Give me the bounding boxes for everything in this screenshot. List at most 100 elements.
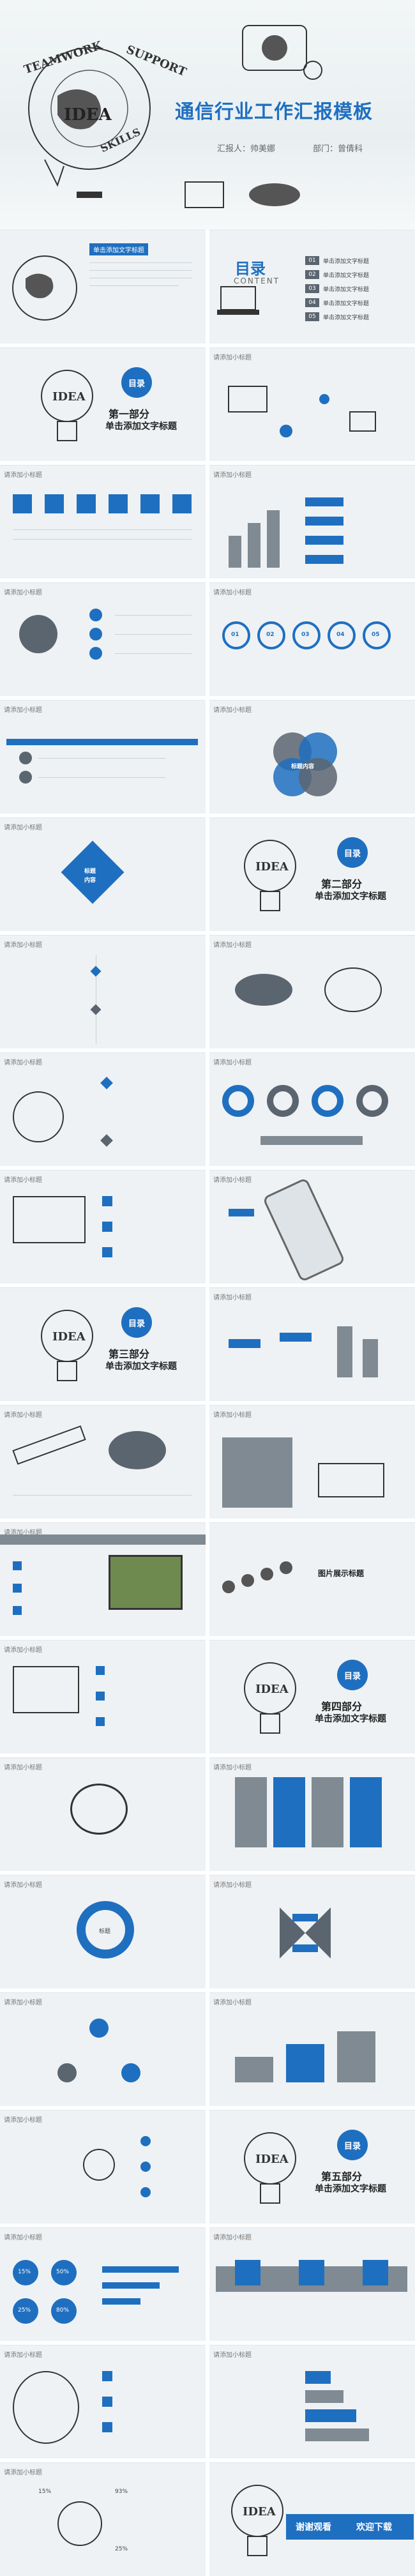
section-1-title: 单击添加文字标题 <box>105 421 177 432</box>
slide-podium[interactable]: 请添加小标题 <box>209 1405 415 1519</box>
percent-circle <box>13 2298 38 2324</box>
slide-header: 请添加小标题 <box>4 1412 42 1419</box>
slide-image-showcase[interactable]: 图片展示标题 <box>209 1522 415 1636</box>
toc-num-2[interactable]: 02 <box>305 270 319 279</box>
slide-intro[interactable]: 单击添加文字标题 <box>0 230 206 344</box>
process-step <box>140 494 160 513</box>
slide-bar-graph[interactable]: 请添加小标题 <box>209 465 415 579</box>
label-bar <box>305 497 343 506</box>
image-showcase-title: 图片展示标题 <box>318 1569 365 1578</box>
toc-subtitle: CONTENT <box>234 277 280 285</box>
slide-clock-stats[interactable]: 请添加小标题 15% 93% 25% <box>0 2462 206 2576</box>
label-bar <box>305 517 343 526</box>
slide-toc[interactable]: 目录 CONTENT 01 单击添加文字标题 02 单击添加文字标题 03 单击… <box>209 230 415 344</box>
slide-pyramid[interactable]: 请添加小标题 <box>209 1992 415 2106</box>
toc-label-3[interactable]: 单击添加文字标题 <box>323 287 370 293</box>
stair-step <box>305 2409 356 2422</box>
connector-node <box>89 628 102 640</box>
slide-triangle-cycle[interactable]: 请添加小标题 <box>0 1992 206 2106</box>
lightbulb-idea-icon: IDEA <box>41 370 93 441</box>
slide-monitor[interactable]: 请添加小标题 <box>0 1170 206 1284</box>
text-line <box>13 1495 192 1496</box>
slide-diamond[interactable]: 请添加小标题 标题 内容 <box>0 817 206 931</box>
slide-section-1[interactable]: IDEA 目录 第一部分 单击添加文字标题 <box>0 347 206 461</box>
phone-mockup <box>262 1177 346 1283</box>
slide-butterfly[interactable]: 请添加小标题 <box>209 1875 415 1989</box>
globe-icon <box>12 255 77 321</box>
donut <box>267 1085 299 1117</box>
slide-connector[interactable]: 请添加小标题 <box>0 582 206 696</box>
bullet-square <box>13 1584 22 1593</box>
toc-num-4[interactable]: 04 <box>305 298 319 307</box>
toc-num-5[interactable]: 05 <box>305 312 319 321</box>
toc-num-3[interactable]: 03 <box>305 284 319 293</box>
banner <box>273 1777 305 1847</box>
slide-venn[interactable]: 请添加小标题 标题内容 <box>209 700 415 814</box>
progress-bar <box>102 2266 179 2273</box>
slide-stairs[interactable]: 请添加小标题 <box>209 2345 415 2459</box>
slide-tools[interactable]: 请添加小标题 <box>0 2345 206 2459</box>
slide-donut-chart[interactable]: 请添加小标题 标题 <box>0 1875 206 1989</box>
laptop-photo <box>109 1555 183 1610</box>
bar-a <box>229 536 241 568</box>
svg-text:IDEA: IDEA <box>243 2505 276 2519</box>
slide-donuts[interactable]: 请添加小标题 <box>209 1052 415 1166</box>
slide-header: 请添加小标题 <box>213 1999 252 2006</box>
slide-section-3[interactable]: IDEA 目录 第三部分 单击添加文字标题 <box>0 1287 206 1401</box>
slide-section-2[interactable]: IDEA 目录 第二部分 单击添加文字标题 <box>209 817 415 931</box>
tools-sketch <box>13 2371 79 2444</box>
slide-header: 请添加小标题 <box>4 589 42 596</box>
slide-ending[interactable]: IDEA 谢谢观看 欢迎下载 <box>209 2462 415 2576</box>
slide-3d-bars[interactable]: 请添加小标题 <box>209 1287 415 1401</box>
diamond-label-content: 内容 <box>84 877 96 884</box>
section-5-circle: 目录 <box>337 2130 368 2160</box>
slide-icon-band[interactable]: 请添加小标题 <box>209 2227 415 2341</box>
timeline-marker <box>100 1134 113 1147</box>
slide-header: 请添加小标题 <box>213 1294 252 1301</box>
toc-label-1[interactable]: 单击添加文字标题 <box>323 259 370 265</box>
butterfly-tag <box>292 1914 318 1921</box>
percent-1: 15% <box>18 2269 31 2275</box>
stats-circle <box>57 2501 102 2546</box>
slide-mindmap[interactable]: 请添加小标题 <box>0 2110 206 2224</box>
slide-steps[interactable]: 请添加小标题 01 02 03 04 05 <box>209 582 415 696</box>
photo-bubble <box>260 1568 273 1580</box>
slide-banners[interactable]: 请添加小标题 <box>209 1757 415 1871</box>
laptop-sketch-icon <box>217 286 259 315</box>
slide-percent-circles[interactable]: 请添加小标题 15% 50% 25% 80% <box>0 2227 206 2341</box>
cover-slide[interactable]: TEAMWORK SUPPORT IDEA SKILLS 通信行业工作汇报模板 … <box>0 0 415 230</box>
slide-pencil[interactable]: 请添加小标题 <box>0 1405 206 1519</box>
photo-bubble <box>241 1574 254 1587</box>
mindmap-node <box>140 2187 151 2197</box>
toc-num-1[interactable]: 01 <box>305 256 319 265</box>
section-3-part: 第三部分 <box>109 1348 150 1360</box>
slide-section-4[interactable]: IDEA 目录 第四部分 单击添加文字标题 <box>209 1640 415 1754</box>
slide-phone[interactable]: 请添加小标题 <box>209 1170 415 1284</box>
slide-section-5[interactable]: IDEA 目录 第五部分 单击添加文字标题 <box>209 2110 415 2224</box>
slide-process-arrows[interactable]: 请添加小标题 <box>0 465 206 579</box>
slide-brain[interactable]: 请添加小标题 <box>0 1757 206 1871</box>
bar-3d-column <box>363 1339 378 1377</box>
toc-label-5[interactable]: 单击添加文字标题 <box>323 315 370 321</box>
slide-map[interactable]: 请添加小标题 <box>0 1052 206 1166</box>
section-4-circle: 目录 <box>337 1660 368 1690</box>
slide-header: 请添加小标题 <box>213 1882 252 1889</box>
bar-3d <box>280 1333 312 1342</box>
slide-monitor-2[interactable]: 请添加小标题 <box>0 1640 206 1754</box>
process-step <box>45 494 64 513</box>
pyramid-block <box>235 2057 273 2082</box>
slide-content-1[interactable]: 请添加小标题 <box>209 347 415 461</box>
toc-label-4[interactable]: 单击添加文字标题 <box>323 301 370 307</box>
slide-timeline[interactable]: 请添加小标题 <box>0 935 206 1049</box>
slide-pie-sketch[interactable]: 请添加小标题 <box>209 935 415 1049</box>
tab-node <box>19 752 32 764</box>
bar-b <box>248 523 260 568</box>
slide-tabs[interactable]: 请添加小标题 <box>0 700 206 814</box>
toc-label-2[interactable]: 单击添加文字标题 <box>323 273 370 279</box>
section-2-part: 第二部分 <box>321 878 363 890</box>
slide-laptop-photo[interactable]: 请添加小标题 <box>0 1522 206 1636</box>
slide-header: 请添加小标题 <box>4 1177 42 1184</box>
caption-bar <box>260 1136 363 1145</box>
section-5-part: 第五部分 <box>321 2171 363 2183</box>
teamwork-globe-doodle <box>28 47 151 198</box>
